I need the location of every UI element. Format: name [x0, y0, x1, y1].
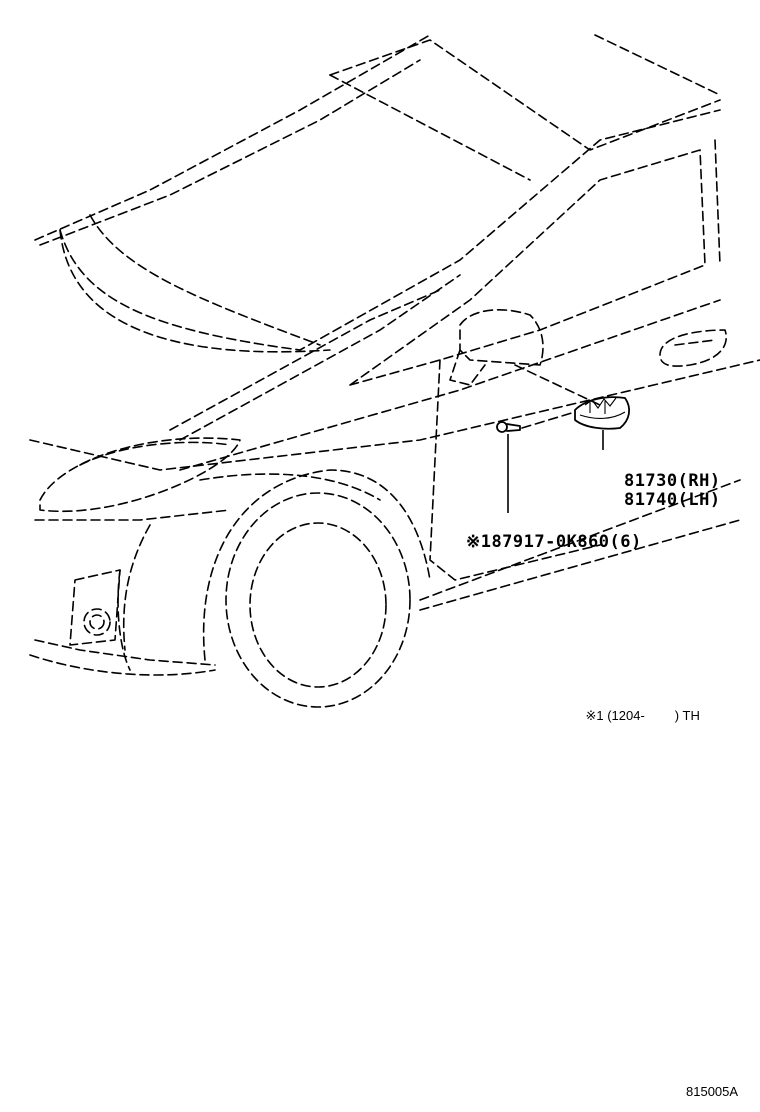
rear-window [714, 139, 721, 266]
screw-leader-dash [521, 411, 576, 429]
part-side-lh: (LH) [677, 490, 721, 510]
door-window [349, 149, 706, 386]
door-handle-inner [674, 339, 716, 346]
screw-part-label: ※187917-0K860(6) [423, 517, 642, 568]
wheel-arch [202, 469, 431, 661]
a-pillar-inner [179, 274, 461, 441]
part-number-lh: 81740(LH) [581, 475, 721, 526]
body-line [29, 359, 760, 471]
bumper-curve [122, 524, 151, 651]
diagram-code: 815005A [686, 1084, 739, 1099]
bumper-side [117, 569, 131, 671]
side-mirror [459, 309, 544, 366]
mirror-stem [449, 349, 486, 386]
a-pillar [59, 109, 721, 351]
fender-arch-top [199, 473, 381, 501]
door-front-edge [429, 359, 601, 581]
rocker-line [419, 519, 741, 611]
part-number-rh: 81730(RH) [581, 456, 721, 507]
windshield-top [329, 39, 721, 151]
screw-quantity: (6) [609, 532, 642, 552]
footnote-model: TH [682, 708, 700, 723]
fog-lamp [83, 608, 111, 636]
footnote-range: (1204- [607, 708, 645, 723]
rear-roof-line [594, 34, 721, 96]
fog-lamp-inner [89, 614, 105, 630]
rocker-line-2 [419, 479, 741, 601]
belt-line [179, 299, 721, 471]
footnote: ※1 (1204-) TH [571, 696, 700, 735]
tire-inner [249, 522, 387, 688]
door-handle [659, 329, 727, 367]
bumper-lower [34, 639, 216, 666]
hood-line [59, 229, 331, 353]
fog-lamp-housing [69, 569, 121, 646]
screw-marker: ※1 [465, 532, 492, 552]
bumper-line [34, 509, 231, 521]
a-pillar-outer [169, 289, 441, 431]
windshield-base [89, 214, 321, 346]
screw-part-number: 87917-0K860 [491, 532, 610, 552]
footnote-close: ) [674, 708, 680, 723]
windshield-crossbar [329, 74, 531, 181]
headlamp [39, 437, 241, 512]
bumper-bottom [29, 654, 216, 676]
footnote-marker: ※1 [585, 708, 604, 723]
mirror-leader [514, 364, 601, 406]
screw-icon [496, 421, 521, 433]
part-side-rh: (RH) [677, 471, 721, 491]
tire-outer [225, 492, 411, 708]
roof-edge-line [34, 34, 431, 241]
part-number-81730: 81730 [623, 471, 678, 491]
roof-edge-line-2 [39, 59, 421, 246]
part-number-81740: 81740 [623, 490, 678, 510]
headlamp-inner [79, 441, 231, 466]
side-turn-signal-lamp [574, 396, 631, 430]
